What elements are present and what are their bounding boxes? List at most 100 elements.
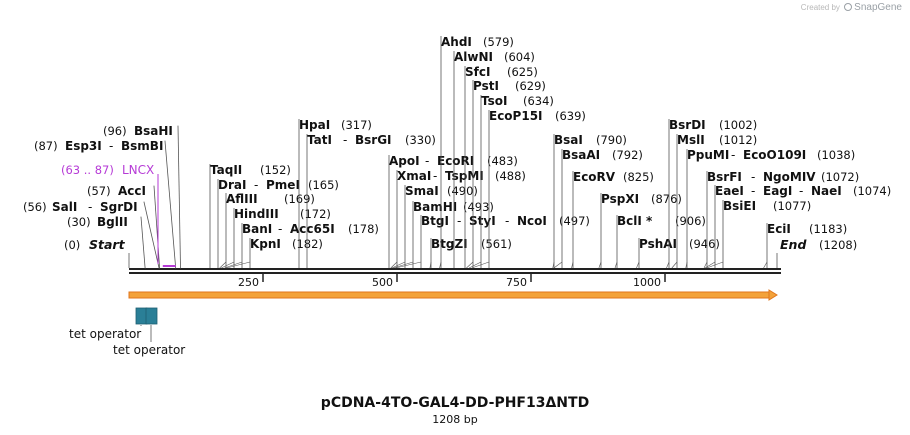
site-name-isoschizomer: EagI	[763, 184, 792, 198]
site-position: (152)	[260, 163, 291, 177]
site-name-isoschizomer: TspMI	[445, 169, 484, 183]
map-length: 1208 bp	[432, 413, 478, 426]
site-line-connector	[703, 261, 708, 269]
site-separator: -	[731, 148, 735, 162]
site-sfci: SfcI(625)	[464, 65, 538, 268]
site-sali: (56)SalI-SgrDI	[23, 200, 160, 269]
site-pspxi: PspXI(876)	[598, 192, 682, 269]
site-name: SalI	[52, 200, 77, 214]
site-line-connector	[221, 261, 235, 269]
site-separator: -	[799, 184, 803, 198]
site-psti: PstI(629)	[466, 79, 546, 269]
site-line-connector	[390, 261, 398, 269]
site-drai: DraI-PmeI(165)	[217, 178, 339, 268]
site-line-connector	[471, 261, 490, 269]
site-line-connector	[571, 261, 574, 269]
site-bglii: (30)BglII	[67, 215, 146, 269]
site-tati: TatI - BsrGI (330)	[306, 133, 436, 268]
site-taqii: TaqII(152)	[209, 163, 291, 268]
site-alwni: AlwNI (604)	[453, 50, 535, 268]
site-position: (876)	[651, 192, 682, 206]
created-by-text: Created by	[800, 3, 840, 12]
site-position: (317)	[341, 118, 372, 132]
site-name: BamHI	[413, 200, 457, 214]
site-acci: (57)AccI	[87, 184, 161, 269]
site-separator: -	[433, 169, 437, 183]
site-name: EcoP15I	[489, 109, 543, 123]
site-name-isoschizomer: NgoMIV	[763, 170, 816, 184]
site-position: (639)	[555, 109, 586, 123]
site-start: (0) Start	[64, 237, 130, 268]
site-position: (0)	[64, 238, 80, 252]
site-name: EaeI	[715, 184, 744, 198]
site-separator: -	[457, 214, 461, 228]
site-pshai: PshAI(946)	[636, 237, 720, 269]
site-name: TatI	[307, 133, 332, 147]
site-position: (906)	[675, 214, 706, 228]
site-separator: -	[278, 222, 282, 236]
site-separator: -	[109, 139, 113, 153]
site-name: PstI	[473, 79, 499, 93]
site-kpni: KpnI(182)	[226, 237, 323, 269]
site-bsahi: (96)BsaHI	[103, 124, 181, 269]
site-separator: -	[505, 214, 509, 228]
site-position: (946)	[689, 237, 720, 251]
site-line-connector	[685, 261, 688, 269]
site-position: (579)	[483, 35, 514, 49]
axis-tick-label: 500	[372, 276, 393, 289]
site-position: (490)	[447, 184, 478, 198]
site-name: Start	[89, 237, 126, 252]
site-line-connector	[468, 261, 482, 269]
site-line-connector	[553, 261, 563, 269]
site-hpai: HpaI (317)	[298, 118, 372, 268]
site-position: (604)	[504, 50, 535, 64]
site-position: (1074)	[853, 184, 891, 198]
site-ecii: EciI(1183)	[763, 222, 847, 269]
snapgene-credit: Created by SnapGene	[801, 2, 902, 13]
site-bcli: BclI *(906)	[614, 214, 706, 269]
site-name: HpaI	[299, 118, 330, 132]
site-position: (825)	[623, 170, 654, 184]
site-name: PpuMI	[687, 148, 729, 162]
site-tsoi: TsoI(634)	[468, 94, 554, 269]
axis-tick-label: 250	[238, 276, 259, 289]
site-name: EciI	[767, 222, 791, 236]
site-name: EcoRV	[573, 170, 616, 184]
site-esp3i: (87)Esp3I-BsmBI	[34, 139, 177, 269]
site-name-isoschizomer: BsmBI	[121, 139, 163, 153]
site-name: HindIII	[234, 207, 279, 221]
site-line-connector	[671, 261, 678, 269]
site-line-connector	[393, 261, 414, 269]
site-line-connector	[439, 261, 442, 269]
axis-tick-label: 1000	[633, 276, 661, 289]
site-bsrdi: BsrDI(1002)	[666, 118, 757, 269]
map-title: pCDNA-4TO-GAL4-DD-PHF13ΔNTD	[320, 395, 590, 411]
site-name-isoschizomer: PmeI	[266, 178, 300, 192]
site-position: (634)	[523, 94, 554, 108]
site-name: AhdI	[441, 35, 472, 49]
snapgene-brand-text: SnapGene	[854, 2, 902, 13]
site-line	[143, 201, 160, 269]
site-position: (1038)	[817, 148, 855, 162]
snapgene-logo-icon	[844, 3, 853, 11]
site-bsrfi: BsrFI-NgoMIV(1072)	[703, 170, 859, 269]
site-name: BanI	[242, 222, 272, 236]
site-smai: SmaI (490)	[391, 184, 478, 269]
site-position: (330)	[405, 133, 436, 147]
site-position: (96)	[103, 124, 127, 138]
site-name: BtgZI	[431, 237, 468, 251]
site-bsai: BsaI(790)	[552, 133, 627, 269]
site-separator: -	[88, 200, 92, 214]
site-line	[164, 140, 177, 269]
site-name: AlwNI	[454, 50, 493, 64]
site-separator: -	[751, 170, 755, 184]
site-name-isoschizomer: BsrGI	[355, 133, 392, 147]
site-position: (178)	[348, 222, 379, 236]
site-position: (483)	[487, 154, 518, 168]
site-name: SmaI	[405, 184, 439, 198]
axis-tick-label: 750	[506, 276, 527, 289]
site-line-connector	[704, 261, 716, 269]
site-name-isoschizomer: NcoI	[517, 214, 547, 228]
site-position: (561)	[481, 237, 512, 251]
site-name: BglII	[97, 215, 128, 229]
